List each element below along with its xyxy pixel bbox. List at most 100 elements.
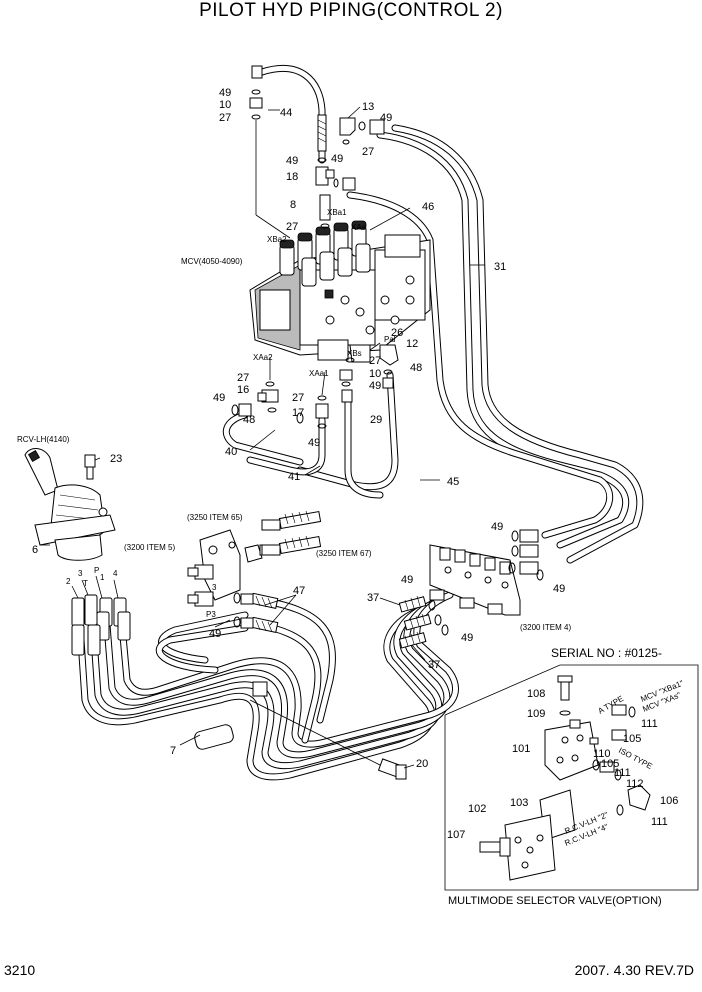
callout-6: 6: [32, 544, 38, 556]
callout-27: 27: [369, 355, 381, 367]
label-port-xaa1: XAa1: [309, 369, 329, 378]
callout-37: 37: [367, 592, 379, 604]
callout-47: 47: [293, 585, 305, 597]
callout-44: 44: [280, 107, 292, 119]
callout-49: 49: [401, 574, 413, 586]
callout-17: 17: [292, 407, 304, 419]
label-3250-item-65: (3250 ITEM 65): [187, 513, 243, 522]
page-title: PILOT HYD PIPING(CONTROL 2): [199, 0, 503, 21]
callout-4: 4: [113, 569, 118, 578]
callout-49: 49: [461, 632, 473, 644]
callout-112: 112: [626, 778, 644, 790]
callout-49: 49: [369, 380, 381, 392]
label-multimode: MULTIMODE SELECTOR VALVE(OPTION): [448, 895, 662, 907]
callout-49: 49: [553, 583, 565, 595]
hose-31: [376, 124, 644, 564]
callout-106: 106: [660, 795, 678, 807]
callout-49: 49: [380, 112, 392, 124]
callout-1: 1: [100, 573, 105, 582]
callout-49: 49: [219, 87, 231, 99]
callout-49: 49: [213, 392, 225, 404]
label-port-3: 3: [212, 583, 217, 592]
hose-44: [258, 64, 326, 164]
callout-10: 10: [369, 368, 381, 380]
hoses-37: [398, 595, 449, 649]
pipe-bundle-7: [76, 591, 459, 781]
callouts: 49 10 27 44 13 49 27 49 49 18 8 27 46 31…: [32, 87, 678, 841]
hose-29: [344, 396, 384, 499]
label-serial: SERIAL NO : #0125-: [551, 646, 662, 660]
page-number: 3210: [4, 962, 36, 978]
callout-12: 12: [406, 338, 418, 350]
callout-8: 8: [290, 199, 296, 211]
leader-lines: [40, 106, 485, 769]
label-port-t: T: [83, 579, 88, 588]
label-port-p: P: [94, 566, 99, 575]
callout-2: 2: [66, 577, 71, 586]
callout-48: 48: [243, 414, 255, 426]
label-port-xba1: XBa1: [327, 208, 347, 217]
callout-101: 101: [512, 743, 530, 755]
label-3250-item-67: (3250 ITEM 67): [316, 549, 372, 558]
callout-37: 37: [428, 659, 440, 671]
multimode-inset: [444, 664, 699, 891]
label-port-p3: P3: [206, 610, 216, 619]
label-3200-item-5: (3200 ITEM 5): [124, 543, 175, 552]
block-3200-item-4: [429, 529, 544, 616]
callout-40: 40: [225, 446, 237, 458]
callout-49: 49: [209, 628, 221, 640]
callout-111: 111: [651, 816, 668, 828]
callout-102: 102: [468, 803, 486, 815]
callout-111: 111: [614, 767, 631, 779]
block-3200-item-5: [187, 529, 301, 607]
callout-111: 111: [641, 718, 658, 730]
rcv-lh-joystick: [24, 448, 116, 561]
callout-27: 27: [286, 221, 298, 233]
callout-23: 23: [110, 453, 122, 465]
callout-27: 27: [219, 112, 231, 124]
callout-48: 48: [410, 362, 422, 374]
callout-103: 103: [510, 797, 528, 809]
callout-20: 20: [416, 758, 428, 770]
callout-26: 26: [391, 327, 403, 339]
fittings-mcv-bottom: [231, 344, 399, 429]
label-port-xas: XAs: [351, 223, 366, 232]
callout-45: 45: [447, 476, 459, 488]
callout-27: 27: [292, 392, 304, 404]
fittings-top: [249, 65, 385, 239]
callout-31: 31: [494, 261, 506, 273]
callout-27: 27: [362, 146, 374, 158]
callout-105: 105: [623, 733, 641, 745]
callout-49: 49: [286, 155, 298, 167]
callout-110: 110: [593, 748, 611, 760]
label-mcv: MCV(4050-4090): [181, 257, 243, 266]
callout-27: 27: [237, 372, 249, 384]
main-control-valve: [249, 220, 431, 363]
callout-107: 107: [447, 829, 465, 841]
callout-49: 49: [331, 153, 343, 165]
revision-date: 2007. 4.30 REV.7D: [574, 962, 694, 978]
label-3200-item-4: (3200 ITEM 4): [520, 623, 571, 632]
callout-10: 10: [219, 99, 231, 111]
callout-7: 7: [170, 745, 176, 757]
label-port-pal: Pal: [384, 335, 396, 344]
label-port-xaa2: XAa2: [253, 353, 273, 362]
callout-46: 46: [422, 201, 434, 213]
callout-105: 105: [601, 758, 619, 770]
callout-49: 49: [491, 521, 503, 533]
hose-46: [346, 191, 613, 539]
label-port-xba2: XBa2: [267, 235, 287, 244]
callout-3: 3: [78, 569, 83, 578]
callout-109: 109: [527, 708, 545, 720]
callout-13: 13: [362, 101, 374, 113]
hose-ends-3250: [261, 510, 322, 556]
callout-16: 16: [237, 384, 249, 396]
rcv-port-fittings: [71, 575, 131, 656]
label-rcv: RCV-LH(4140): [17, 435, 70, 444]
callout-29: 29: [370, 414, 382, 426]
callout-108: 108: [527, 688, 545, 700]
callout-18: 18: [286, 171, 298, 183]
bolt-20: [377, 758, 407, 780]
label-port-xbs: XBs: [347, 349, 362, 358]
